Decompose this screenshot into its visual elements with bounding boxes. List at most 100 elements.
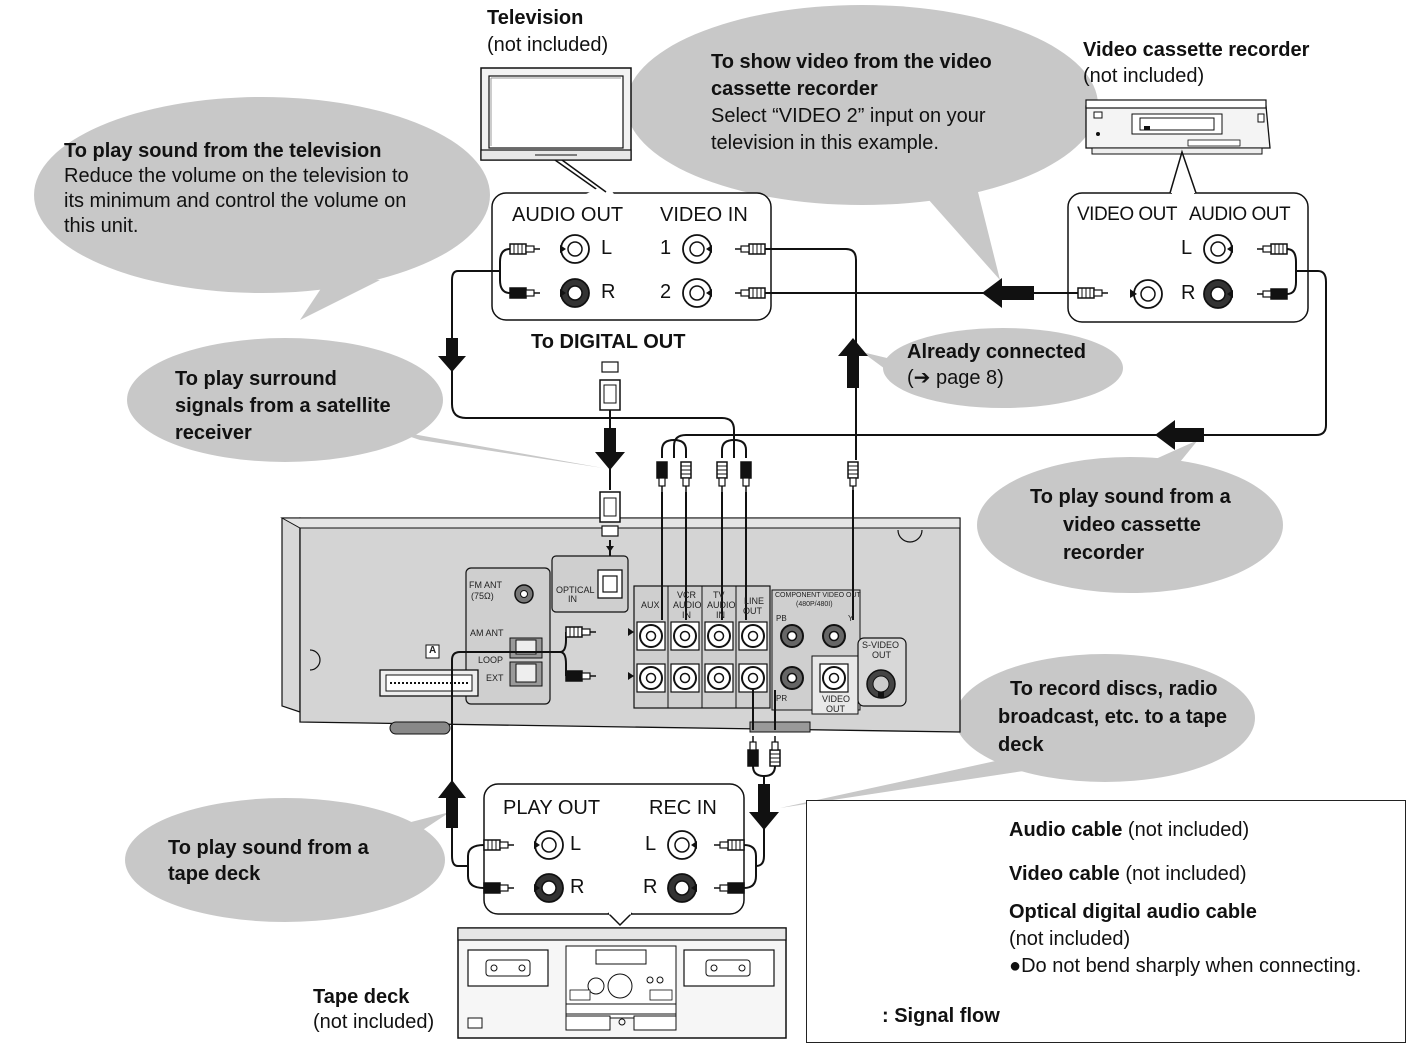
legend-audio-cable-name: Audio cable [1009,819,1123,841]
unit-terminal-a-label: A [429,645,437,656]
tape-deck-note: (not included) [313,1011,435,1033]
unit-y-label: Y [848,614,854,623]
callout-tv-sound-bubble [34,97,490,320]
unit-jack-pb [780,624,804,648]
unit-jack-vcr-l [670,621,700,651]
unit-jack-tv-l [704,621,734,651]
unit-jack-line-l [738,621,768,651]
unit-optical-label: OPTICAL [556,585,595,595]
vcr-l-label: L [1181,237,1193,259]
callout-tv-sound-title: To play sound from the television [64,140,382,162]
callout-vcr-video-line: Select “VIDEO 2” input on your [711,105,986,127]
unit-component-res-label: (480P/480I) [796,601,833,608]
optical-plug-bottom [599,491,621,537]
unit-vcr-audio-label: AUDIO [673,600,702,610]
legend-signal-flow-label: : Signal flow [882,1005,1000,1027]
unit-jack-aux-r [636,663,666,693]
unit-tv-in-label: IN [716,610,725,620]
television-name: Television [487,7,584,29]
unit-ext-label: EXT [486,673,504,683]
tv-input-1-label: 1 [660,237,672,259]
television-illustration [480,67,632,161]
unit-jack-aux-l [636,621,666,651]
legend-optical-cable-note: (not included) [1009,928,1131,950]
legend-video-cable-name: Video cable [1009,863,1120,885]
tape-deck-illustration [457,927,787,1039]
callout-satellite-line: receiver [175,422,252,444]
callout-vcr-sound-line: To play sound from a [1030,486,1231,508]
unit-svideo-label: S-VIDEO [862,640,900,650]
tape-rec-in-label: REC IN [649,797,717,819]
tape-play-l-label: L [570,833,582,855]
callout-tape-sound-bubble [125,798,450,922]
callout-vcr-video-title: cassette recorder [711,78,878,100]
tv-audio-out-label: AUDIO OUT [512,204,624,226]
callout-record-line: broadcast, etc. to a tape [998,706,1227,728]
callout-vcr-sound-bubble [977,440,1283,593]
vcr-illustration [1085,99,1271,155]
vcr-audio-out-label: AUDIO OUT [1189,204,1291,225]
digital-out-label: To DIGITAL OUT [531,331,686,353]
already-connected-label: Already connected [907,341,1086,363]
callout-vcr-video-line: television in this example. [711,132,939,154]
unit-tv-audio-label: AUDIO [707,600,736,610]
optical-plug-top [599,361,621,411]
tv-video-in-label: VIDEO IN [660,204,748,226]
unit-optical-in-label: IN [568,594,577,604]
unit-vcr-in-label: IN [682,610,691,620]
callout-record-bubble [780,654,1255,808]
signal-flow-arrows [438,278,1204,830]
unit-jack-y [822,624,846,648]
callout-satellite-line: signals from a satellite [175,395,391,417]
unit-video-out-label: OUT [826,704,845,714]
tape-play-r-label: R [570,876,585,898]
legend-box [806,800,1406,1043]
callout-record-line: To record discs, radio [1010,678,1218,700]
callout-tv-sound-line: this unit. [64,215,139,237]
main-unit-rear [280,517,961,735]
callout-vcr-sound-line: recorder [1063,542,1145,564]
tape-deck-name: Tape deck [313,986,410,1008]
legend-audio-cable-note: (not included) [1122,819,1250,841]
already-connected-ref: (➔ page 8) [907,367,1004,389]
unit-line-out-label: OUT [743,606,762,616]
callout-tape-sound-line: To play sound from a [168,837,369,859]
legend-optical-cable-name: Optical digital audio cable [1009,901,1257,923]
unit-component-label: COMPONENT VIDEO OUT [775,592,861,599]
unit-jack-vcr-r [670,663,700,693]
unit-jack-line-r [738,663,768,693]
vcr-name: Video cassette recorder [1083,39,1310,61]
vcr-connection-panel [1067,149,1309,323]
tape-play-out-label: PLAY OUT [503,797,601,819]
unit-fm-ant-label: FM ANT [469,580,502,590]
unit-jack-pr [780,666,804,690]
unit-line-label: LINE [744,596,765,606]
unit-jack-video-out [819,663,849,693]
callout-vcr-video-title: To show video from the video [711,51,992,73]
tv-l-label: L [601,237,613,259]
unit-loop-label: LOOP [478,655,504,665]
callout-tv-sound-line: its minimum and control the volume on [64,190,407,212]
legend-video-cable: Video cable (not included) [1009,862,1247,887]
unit-svideo-out-label: OUT [872,650,891,660]
tv-r-label: R [601,281,616,303]
unit-tv-label: TV [713,590,725,600]
unit-vcr-label: VCR [677,590,697,600]
callout-satellite-bubble [127,338,603,468]
callout-record-line: deck [998,734,1044,756]
unit-aux-label: AUX [641,600,660,610]
unit-video-label: VIDEO [822,694,851,704]
callout-vcr-video-bubble [626,5,1098,280]
legend-video-cable-note: (not included) [1119,863,1247,885]
callout-already-connected-bubble [862,328,1123,408]
unit-fm-ohm-label: (75Ω) [471,591,494,601]
connection-arrowheads [534,245,1233,892]
vcr-video-out-label: VIDEO OUT [1077,204,1178,225]
callout-vcr-sound-line: video cassette [1063,514,1201,536]
vcr-jack-video-out [1133,279,1163,309]
vcr-r-label: R [1181,282,1196,304]
unit-am-ant-label: AM ANT [470,628,504,638]
legend-audio-cable: Audio cable (not included) [1009,818,1249,843]
unit-pb-label: PB [776,614,787,623]
callout-satellite-line: To play surround [175,368,337,390]
